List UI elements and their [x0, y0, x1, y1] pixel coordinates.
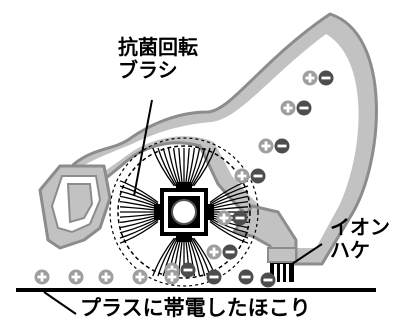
- left-frame: [38, 164, 112, 250]
- negative-particle: [222, 244, 238, 260]
- ion-leader-line: [291, 243, 323, 265]
- bristle-strand: [119, 185, 159, 205]
- negative-particle: [296, 100, 312, 116]
- bristle-strand: [152, 237, 175, 277]
- negative-particle: [318, 70, 334, 86]
- ion-brush-label: イオン ハケ: [330, 216, 390, 262]
- bristle-strand: [157, 237, 177, 277]
- negative-particle: [274, 138, 290, 154]
- positive-particle: [98, 269, 114, 285]
- brush-label: 抗菌回転 ブラシ: [118, 36, 198, 82]
- bristle-strand: [209, 219, 249, 239]
- positive-particle: [206, 244, 222, 260]
- bristle-strand: [119, 219, 159, 239]
- brush-leader-line: [133, 99, 153, 197]
- negative-particle: [206, 269, 222, 285]
- positive-particle: [34, 269, 50, 285]
- bristle-strand: [119, 221, 159, 244]
- floor-line: [16, 288, 376, 292]
- negative-particle: [180, 262, 196, 278]
- ion-label-line1: イオン: [330, 215, 390, 239]
- bristle-strand: [193, 147, 216, 187]
- positive-particle: [280, 100, 296, 116]
- positive-particle: [68, 269, 84, 285]
- positive-particle: [164, 269, 180, 285]
- housing-shell: [46, 12, 378, 266]
- positive-particle: [258, 138, 274, 154]
- positive-particle: [132, 269, 148, 285]
- negative-particle: [260, 272, 276, 288]
- dust-leader-line: [43, 291, 77, 315]
- negative-particle: [232, 210, 248, 226]
- ion-brush: [267, 247, 297, 288]
- bristle-strand: [209, 185, 249, 205]
- bristle-strand: [152, 147, 175, 187]
- bristle-strand: [157, 147, 177, 187]
- bristle-strand: [191, 147, 211, 187]
- leader-lines: [43, 99, 323, 315]
- brush-label-line2: ブラシ: [118, 58, 178, 82]
- negative-particle: [238, 269, 254, 285]
- negative-particle: [250, 168, 266, 184]
- brush-label-line1: 抗菌回転: [118, 35, 198, 59]
- positive-particle: [216, 210, 232, 226]
- positive-particle: [234, 168, 250, 184]
- brush-orbit: [109, 137, 259, 287]
- dust-label: プラスに帯電したほこり: [80, 296, 311, 320]
- bristle-strand: [119, 180, 159, 203]
- ion-label-line2: ハケ: [330, 238, 370, 262]
- bristle-strand: [209, 221, 249, 244]
- positive-particle: [302, 70, 318, 86]
- brush-hub: [154, 182, 214, 242]
